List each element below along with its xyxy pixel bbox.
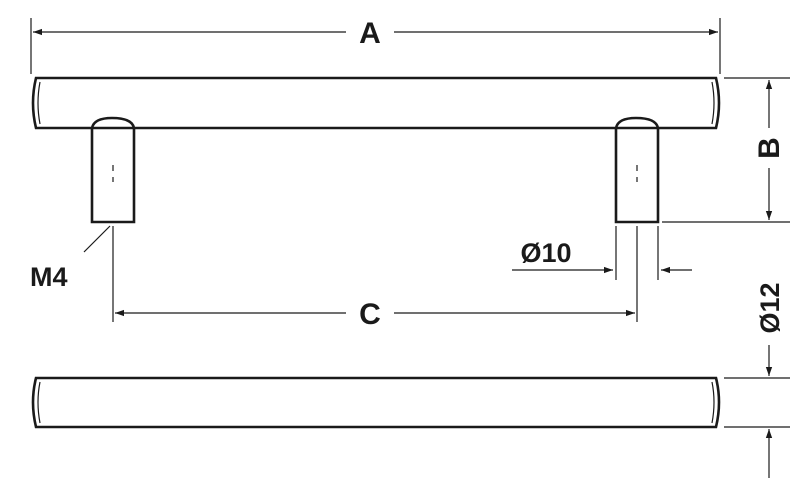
dimension-b: B — [662, 77, 790, 223]
handle-bar-bottom-view — [31, 376, 721, 429]
dimension-c: C — [112, 226, 638, 331]
post-diameter-label: Ø10 — [520, 238, 571, 268]
left-post — [90, 116, 136, 224]
thread-label: M4 — [30, 262, 68, 292]
dimension-b-label: B — [753, 137, 786, 159]
handle-bar-side-view — [31, 76, 721, 130]
thread-callout: M4 — [30, 225, 111, 292]
dimension-post-diameter: Ø10 — [512, 226, 692, 280]
dimension-a-label: A — [359, 17, 381, 50]
dimension-c-label: C — [359, 298, 381, 331]
dimension-bar-diameter: Ø12 — [724, 282, 790, 478]
right-post — [614, 116, 660, 224]
bar-diameter-label: Ø12 — [755, 282, 785, 333]
dimension-a: A — [30, 17, 721, 74]
